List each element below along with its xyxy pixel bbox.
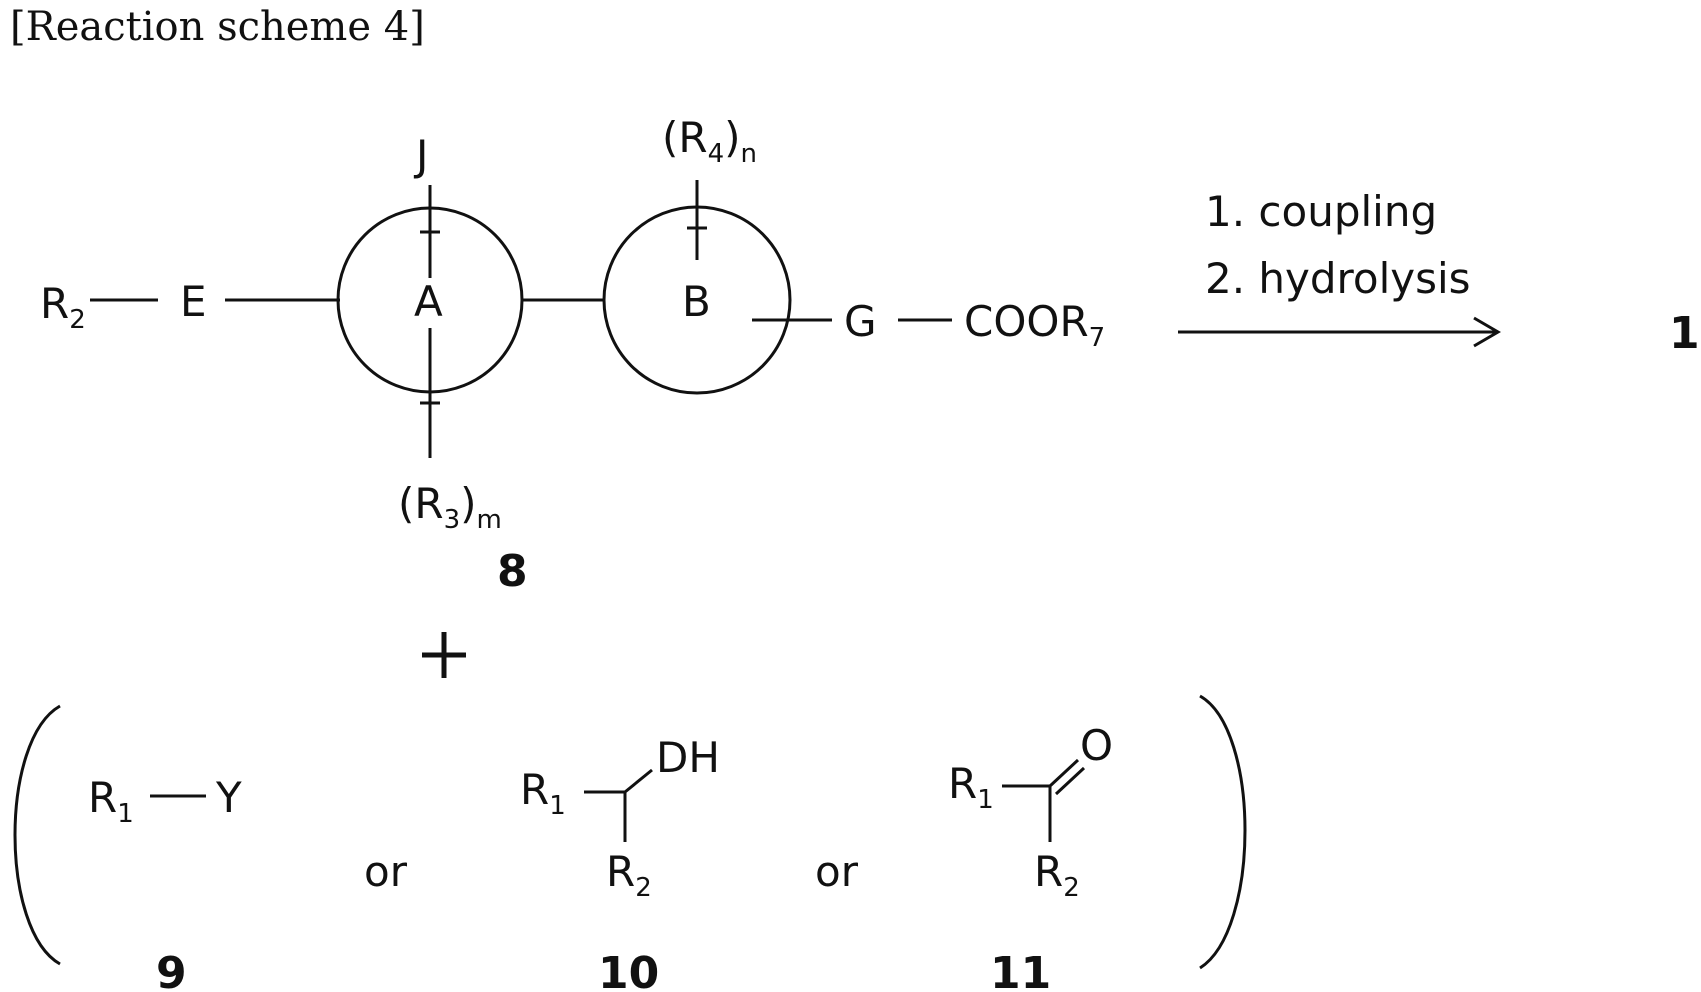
r2-label: R2 — [606, 847, 652, 903]
reagent-options: R1 Y 9 or R1 DH R2 10 or R1 O R2 11 — [15, 696, 1245, 992]
reagent-10: R1 DH R2 10 — [520, 733, 720, 992]
or-text-2: or — [815, 847, 859, 896]
r3m-label: (R3)m — [398, 479, 502, 535]
bond-c-dh — [625, 770, 652, 792]
reaction-arrow: 1. coupling 2. hydrolysis — [1178, 187, 1498, 346]
bond-c-o — [1050, 760, 1078, 786]
r1-label: R1 — [948, 759, 994, 815]
g-label: G — [844, 297, 877, 346]
r2-label: R2 — [1034, 847, 1080, 903]
right-paren — [1200, 696, 1245, 968]
ring-a-label: A — [414, 277, 443, 326]
e-label: E — [180, 277, 207, 326]
dh-label: DH — [656, 733, 720, 782]
condition-step-1: 1. coupling — [1205, 187, 1437, 236]
left-paren — [15, 706, 60, 964]
compound-number-10: 10 — [598, 948, 659, 992]
compound-number-9: 9 — [156, 948, 187, 992]
compound-number-11: 11 — [990, 948, 1051, 992]
r1-label: R1 — [88, 773, 134, 829]
compound-number-8: 8 — [497, 546, 528, 597]
r2-label: R2 — [40, 279, 86, 335]
scheme-caption: [Reaction scheme 4] — [10, 4, 425, 50]
y-label: Y — [215, 773, 242, 822]
reagent-9: R1 Y 9 — [88, 773, 242, 992]
or-text-1: or — [364, 847, 408, 896]
reagent-11: R1 O R2 11 — [948, 721, 1113, 992]
plus-icon — [422, 632, 466, 678]
ring-b-label: B — [682, 277, 711, 326]
coor7-label: COOR7 — [964, 297, 1105, 353]
condition-step-2: 2. hydrolysis — [1205, 254, 1471, 303]
j-label: J — [413, 131, 428, 180]
bond-c-o-double — [1056, 768, 1084, 794]
o-label: O — [1080, 721, 1113, 770]
product-number-1: 1 — [1669, 308, 1700, 359]
r4n-label: (R4)n — [662, 113, 757, 169]
compound-8: R2 E A J (R3)m B (R4)n G COOR7 8 — [40, 113, 1105, 597]
r1-label: R1 — [520, 765, 566, 821]
